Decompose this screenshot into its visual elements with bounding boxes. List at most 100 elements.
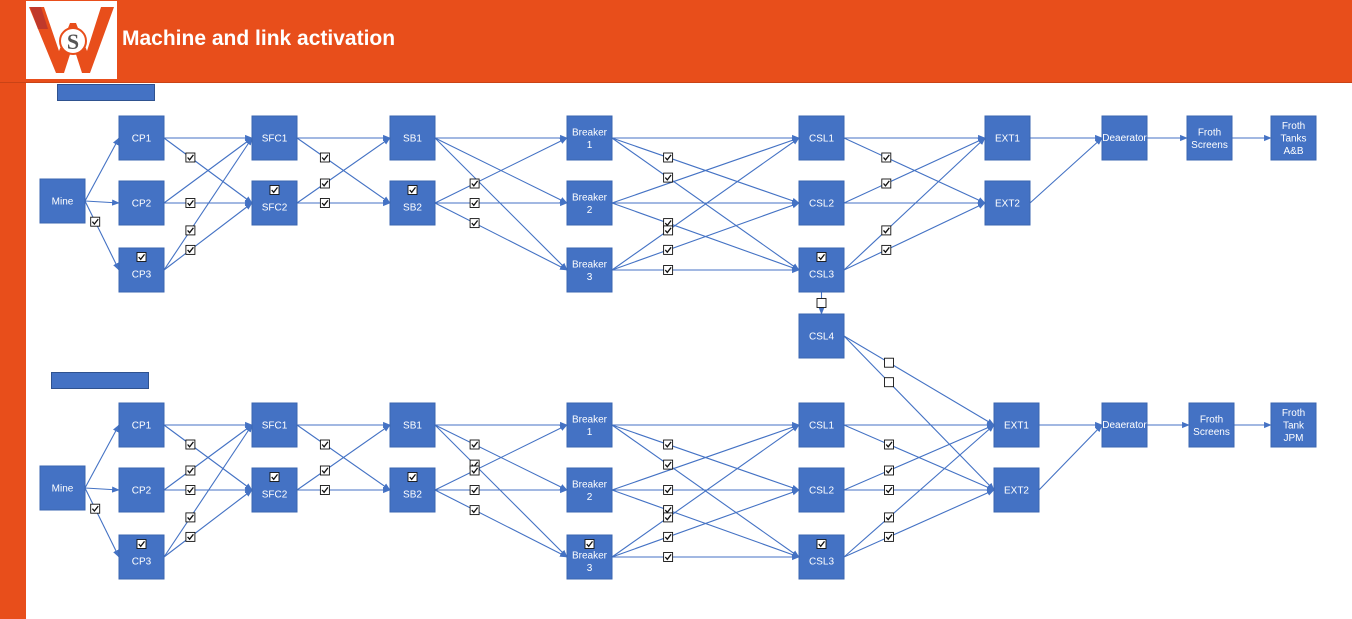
edge-bottom-sfc2-sb1-checkbox[interactable] bbox=[319, 465, 330, 476]
edge-bottom-csl1-ext2-checkbox[interactable] bbox=[884, 439, 894, 450]
edge-bottom-cp3-sfc2-checkbox[interactable] bbox=[185, 531, 196, 542]
edge-top-csl2-ext1-checkbox[interactable] bbox=[881, 178, 892, 189]
node-cp3-checkbox[interactable] bbox=[136, 539, 147, 549]
edge-bridge-csl4-bottom-ext1-checkbox[interactable] bbox=[884, 357, 894, 368]
edge-top-sfc2-sb2-checkbox[interactable] bbox=[319, 198, 330, 208]
edge-bottom-cp2-sfc1[interactable] bbox=[163, 424, 253, 491]
edge-top-sb2-br1[interactable] bbox=[434, 137, 568, 204]
edge-top-cp3-sfc1-checkbox[interactable] bbox=[185, 225, 196, 236]
node-top-sfc1[interactable]: SFC1 bbox=[251, 115, 298, 161]
edge-bottom-br2-csl1[interactable] bbox=[611, 424, 800, 491]
edge-top-br3-csl1-checkbox[interactable] bbox=[663, 225, 674, 236]
edge-bottom-ext2-dea[interactable] bbox=[1038, 424, 1103, 491]
edge-top-cp3-sfc2[interactable] bbox=[163, 202, 253, 271]
edge-top-csl3-ext1-checkbox[interactable] bbox=[881, 225, 892, 236]
edge-bottom-csl3-ext1[interactable] bbox=[843, 424, 995, 558]
node-top-csl2[interactable]: CSL2 bbox=[798, 180, 845, 226]
node-top-dea[interactable]: Deaerator bbox=[1101, 115, 1148, 161]
edge-bottom-cp3-sfc1[interactable] bbox=[163, 424, 253, 558]
edge-top-csl3-ext2[interactable] bbox=[843, 202, 986, 271]
edge-bottom-sb1-br2-checkbox[interactable] bbox=[469, 439, 480, 450]
edge-top-br3-csl2[interactable] bbox=[611, 202, 800, 271]
edge-top-cp3-sfc1[interactable] bbox=[163, 137, 253, 271]
edge-top-csl3-ext1[interactable] bbox=[843, 137, 986, 271]
edge-top-br1-csl3-checkbox[interactable] bbox=[663, 172, 674, 183]
edge-top-cp3-sfc2-checkbox[interactable] bbox=[185, 244, 196, 255]
edge-bridge-csl4-bottom-ext2[interactable] bbox=[843, 335, 995, 491]
edge-bottom-br3-csl2[interactable] bbox=[611, 489, 800, 558]
edge-bridge-csl4-bottom-ext2-checkbox[interactable] bbox=[884, 377, 894, 388]
edge-top-csl3-ext2-checkbox[interactable] bbox=[881, 244, 892, 255]
node-sb2-checkbox[interactable] bbox=[407, 472, 418, 482]
edge-bottom-csl2-ext1-checkbox[interactable] bbox=[884, 465, 894, 476]
edge-bottom-sfc2-sb1[interactable] bbox=[296, 424, 391, 491]
edge-bottom-sb2-br1[interactable] bbox=[434, 424, 568, 491]
node-top-sb1[interactable]: SB1 bbox=[389, 115, 436, 161]
edge-top-br1-csl2-checkbox[interactable] bbox=[663, 152, 674, 163]
edge-bottom-br3-csl3-checkbox[interactable] bbox=[663, 552, 674, 562]
edge-top-sb2-br3-checkbox[interactable] bbox=[469, 218, 480, 229]
node-bottom-sfc1[interactable]: SFC1 bbox=[251, 402, 298, 448]
edge-top-cp2-sfc2-checkbox[interactable] bbox=[185, 198, 196, 208]
node-top-cp2[interactable]: CP2 bbox=[118, 180, 165, 226]
node-csl4[interactable]: CSL4 bbox=[798, 313, 845, 359]
edge-top-sfc2-sb1-checkbox[interactable] bbox=[319, 178, 330, 189]
node-br3-checkbox[interactable] bbox=[584, 539, 595, 549]
edge-bottom-sb2-br1-checkbox[interactable] bbox=[469, 465, 480, 476]
edge-top-sb2-br1-checkbox[interactable] bbox=[469, 178, 480, 189]
node-bottom-csl1[interactable]: CSL1 bbox=[798, 402, 845, 448]
node-bottom-sb1[interactable]: SB1 bbox=[389, 402, 436, 448]
edge-bottom-mine-cp1[interactable] bbox=[84, 424, 120, 489]
node-bottom-cp3[interactable]: CP3 bbox=[118, 534, 165, 580]
edge-bottom-csl3-ext2-checkbox[interactable] bbox=[884, 531, 894, 542]
edge-bottom-mine-cp3-checkbox[interactable] bbox=[90, 503, 101, 514]
top-network-tab[interactable] bbox=[57, 84, 155, 101]
node-bottom-csl2[interactable]: CSL2 bbox=[798, 467, 845, 513]
edge-bottom-sfc2-sb2-checkbox[interactable] bbox=[319, 485, 330, 495]
edge-bottom-sb1-br3[interactable] bbox=[434, 424, 568, 558]
edge-bottom-csl2-ext1[interactable] bbox=[843, 424, 995, 491]
edge-bottom-csl3-ext1-checkbox[interactable] bbox=[884, 512, 894, 523]
edge-bottom-cp2-sfc1-checkbox[interactable] bbox=[185, 465, 196, 476]
edge-bottom-br3-csl2-checkbox[interactable] bbox=[663, 531, 674, 542]
edge-top-csl2-ext1[interactable] bbox=[843, 137, 986, 204]
node-top-cp1[interactable]: CP1 bbox=[118, 115, 165, 161]
edge-bottom-csl2-ext2-checkbox[interactable] bbox=[884, 485, 894, 495]
edge-bottom-mine-cp3[interactable] bbox=[84, 487, 120, 558]
node-bottom-cp2[interactable]: CP2 bbox=[118, 467, 165, 513]
edge-bottom-sfc1-sb2-checkbox[interactable] bbox=[319, 439, 330, 450]
edge-bottom-sb2-br3-checkbox[interactable] bbox=[469, 505, 480, 516]
edge-top-sb2-br2-checkbox[interactable] bbox=[469, 198, 480, 208]
bottom-network-tab[interactable] bbox=[51, 372, 149, 389]
edge-bottom-br1-csl2-checkbox[interactable] bbox=[663, 439, 674, 450]
edge-bottom-sb2-br2-checkbox[interactable] bbox=[469, 485, 480, 495]
node-top-mine[interactable]: Mine bbox=[39, 178, 86, 224]
node-top-ext2[interactable]: EXT2 bbox=[984, 180, 1031, 226]
node-bottom-mine[interactable]: Mine bbox=[39, 465, 86, 511]
edge-bottom-br2-csl2-checkbox[interactable] bbox=[663, 485, 674, 495]
edge-bottom-br1-csl3-checkbox[interactable] bbox=[663, 459, 674, 470]
edge-top-br3-csl3-checkbox[interactable] bbox=[663, 265, 674, 275]
edge-top-ext2-dea[interactable] bbox=[1029, 137, 1103, 204]
node-top-ext1[interactable]: EXT1 bbox=[984, 115, 1031, 161]
edge-top-mine-cp3-checkbox[interactable] bbox=[90, 216, 101, 227]
edge-top-sb2-br3[interactable] bbox=[434, 202, 568, 271]
edge-bottom-cp3-sfc1-checkbox[interactable] bbox=[185, 512, 196, 523]
edge-bottom-cp1-sfc2-checkbox[interactable] bbox=[185, 439, 196, 450]
node-csl3-checkbox[interactable] bbox=[816, 539, 827, 549]
node-bottom-ext2[interactable]: EXT2 bbox=[993, 467, 1040, 513]
edge-bottom-cp3-sfc2[interactable] bbox=[163, 489, 253, 558]
node-bottom-dea[interactable]: Deaerator bbox=[1101, 402, 1148, 448]
edge-top-csl1-ext2-checkbox[interactable] bbox=[881, 152, 892, 163]
edge-top-mine-cp1[interactable] bbox=[84, 137, 120, 202]
edge-top-sfc1-sb2-checkbox[interactable] bbox=[319, 152, 330, 163]
node-sfc2-checkbox[interactable] bbox=[269, 185, 280, 195]
edge-top-sb1-br3[interactable] bbox=[434, 137, 568, 271]
edge-top-mine-cp3[interactable] bbox=[84, 200, 120, 271]
